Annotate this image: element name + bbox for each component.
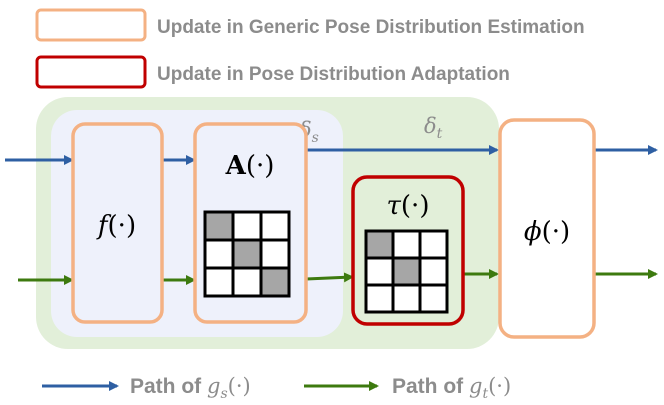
matrix-tau-cell-1-1 bbox=[391, 256, 422, 287]
module-f-box bbox=[71, 122, 164, 324]
matrix-a-cell-2-1 bbox=[231, 266, 263, 298]
legend-adaptation-label: Update in Pose Distribution Adaptation bbox=[157, 64, 510, 85]
module-phi-box bbox=[498, 118, 596, 339]
legend-target-path-label: Path of gt(·) bbox=[392, 374, 511, 402]
module-f-label: f(·) bbox=[96, 211, 136, 241]
matrix-tau-cell-1-0 bbox=[364, 256, 395, 287]
module-tau-matrix bbox=[364, 229, 449, 314]
module-phi-label: ϕ(·) bbox=[524, 217, 570, 247]
module-a-label: A(·) bbox=[225, 151, 275, 181]
matrix-tau-cell-1-2 bbox=[418, 256, 449, 287]
matrix-tau-cell-0-1 bbox=[391, 229, 422, 260]
matrix-tau-cell-2-2 bbox=[418, 283, 449, 314]
module-a-matrix bbox=[203, 210, 291, 298]
matrix-a-cell-1-2 bbox=[259, 238, 291, 270]
matrix-tau-cell-0-0 bbox=[364, 229, 395, 260]
legend-adaptation-swatch bbox=[35, 55, 147, 89]
matrix-tau-cell-0-2 bbox=[418, 229, 449, 260]
legend-generic-swatch bbox=[35, 8, 147, 42]
matrix-a-cell-1-1 bbox=[231, 238, 263, 270]
matrix-a-cell-0-0 bbox=[203, 210, 235, 242]
legend-generic-label: Update in Generic Pose Distribution Esti… bbox=[157, 17, 585, 38]
target-path-a-to-tau-arrow bbox=[305, 272, 354, 283]
module-tau-label: τ(·) bbox=[387, 191, 430, 221]
matrix-a-cell-2-2 bbox=[259, 266, 291, 298]
matrix-a-cell-0-2 bbox=[259, 210, 291, 242]
matrix-a-cell-0-1 bbox=[231, 210, 263, 242]
matrix-a-cell-2-0 bbox=[203, 266, 235, 298]
legend-source-path-label: Path of gs(·) bbox=[130, 374, 251, 402]
matrix-a-cell-1-0 bbox=[203, 238, 235, 270]
matrix-tau-cell-2-0 bbox=[364, 283, 395, 314]
delta-t-label: δt bbox=[424, 114, 443, 142]
matrix-tau-cell-2-1 bbox=[391, 283, 422, 314]
